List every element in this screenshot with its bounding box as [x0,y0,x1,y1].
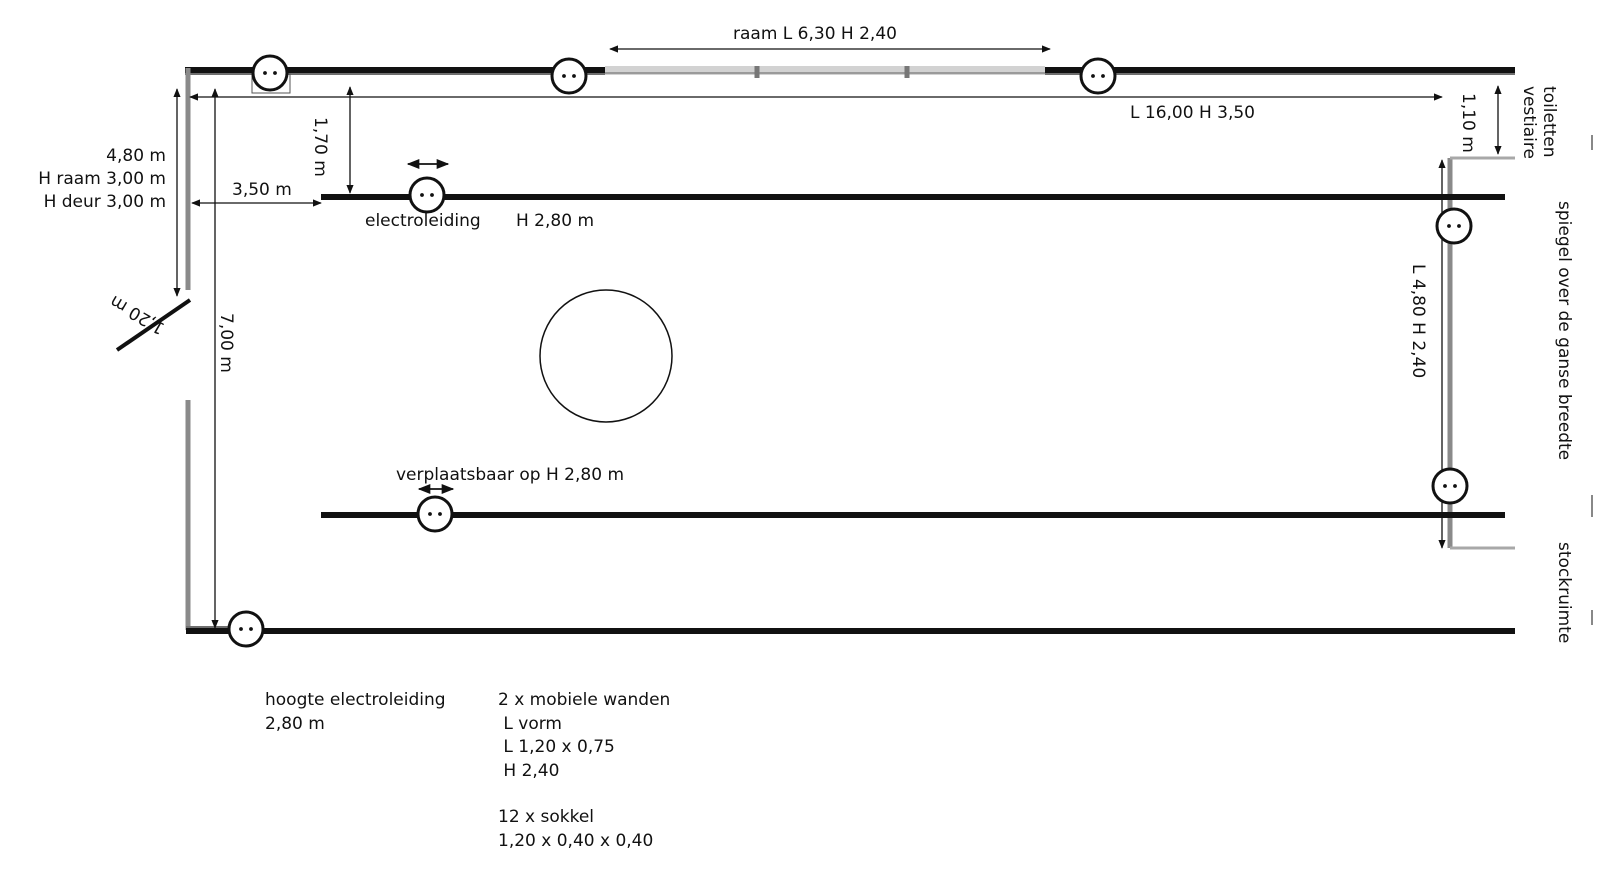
window-segment [605,66,1045,78]
equipment-notes: 2 x mobiele wanden L vorm L 1,20 x 0,75 … [498,689,670,853]
left-door-height-label: H deur 3,00 m [44,192,166,212]
room-length-label: L 16,00 H 3,50 [1130,103,1255,123]
electro-height-title: hoogte electroleiding [265,690,446,710]
electroleiding-height-label: H 2,80 m [516,211,594,231]
room-width-label: 7,00 m [216,313,236,373]
power-outlet-icon [1435,207,1473,245]
power-outlet-icon [227,610,265,648]
left-height-label: 4,80 m [106,146,166,166]
movable-label: verplaatsbaar op H 2,80 m [396,465,624,485]
vestiaire-label: vestiaire [1519,86,1539,159]
mirror-label: spiegel over de ganse breedte [1554,201,1574,460]
door-width-label: 1,20 m [107,291,169,338]
power-outlet-icon [416,495,454,533]
track-offset-label: 1,70 m [310,117,330,177]
electro-height-value: 2,80 m [265,713,325,734]
mirror-size-label: L 4,80 H 2,40 [1408,264,1428,378]
toilets-label: toiletten [1539,86,1559,158]
power-outlet-icon [251,54,289,92]
bottom-wall [186,626,1515,634]
mobile-walls-shape: L vorm [498,713,562,734]
mobile-walls-title: 2 x mobiele wanden [498,690,671,710]
entrance-width-label: 3,50 m [232,180,292,200]
power-outlet-icon [408,176,446,214]
power-outlet-icon [550,57,588,95]
door-leaf [115,298,192,352]
power-outlet-icon [1431,467,1469,505]
sokkel-title: 12 x sokkel [498,807,595,827]
power-outlet-icon [1079,57,1117,95]
mobile-walls-height: H 2,40 [498,760,560,781]
stock-label: stockruimte [1554,542,1574,643]
electro-height-notes: hoogte electroleiding 2,80 m [265,689,446,736]
mobile-walls-size: L 1,20 x 0,75 [498,737,615,757]
sokkel-size: 1,20 x 0,40 x 0,40 [498,830,654,851]
round-table-icon [539,289,673,423]
electroleiding-label: electroleiding [365,211,481,231]
toilets-offset-label: 1,10 m [1458,93,1478,153]
window-label: raam L 6,30 H 2,40 [733,24,897,44]
left-window-height-label: H raam 3,00 m [38,169,166,189]
